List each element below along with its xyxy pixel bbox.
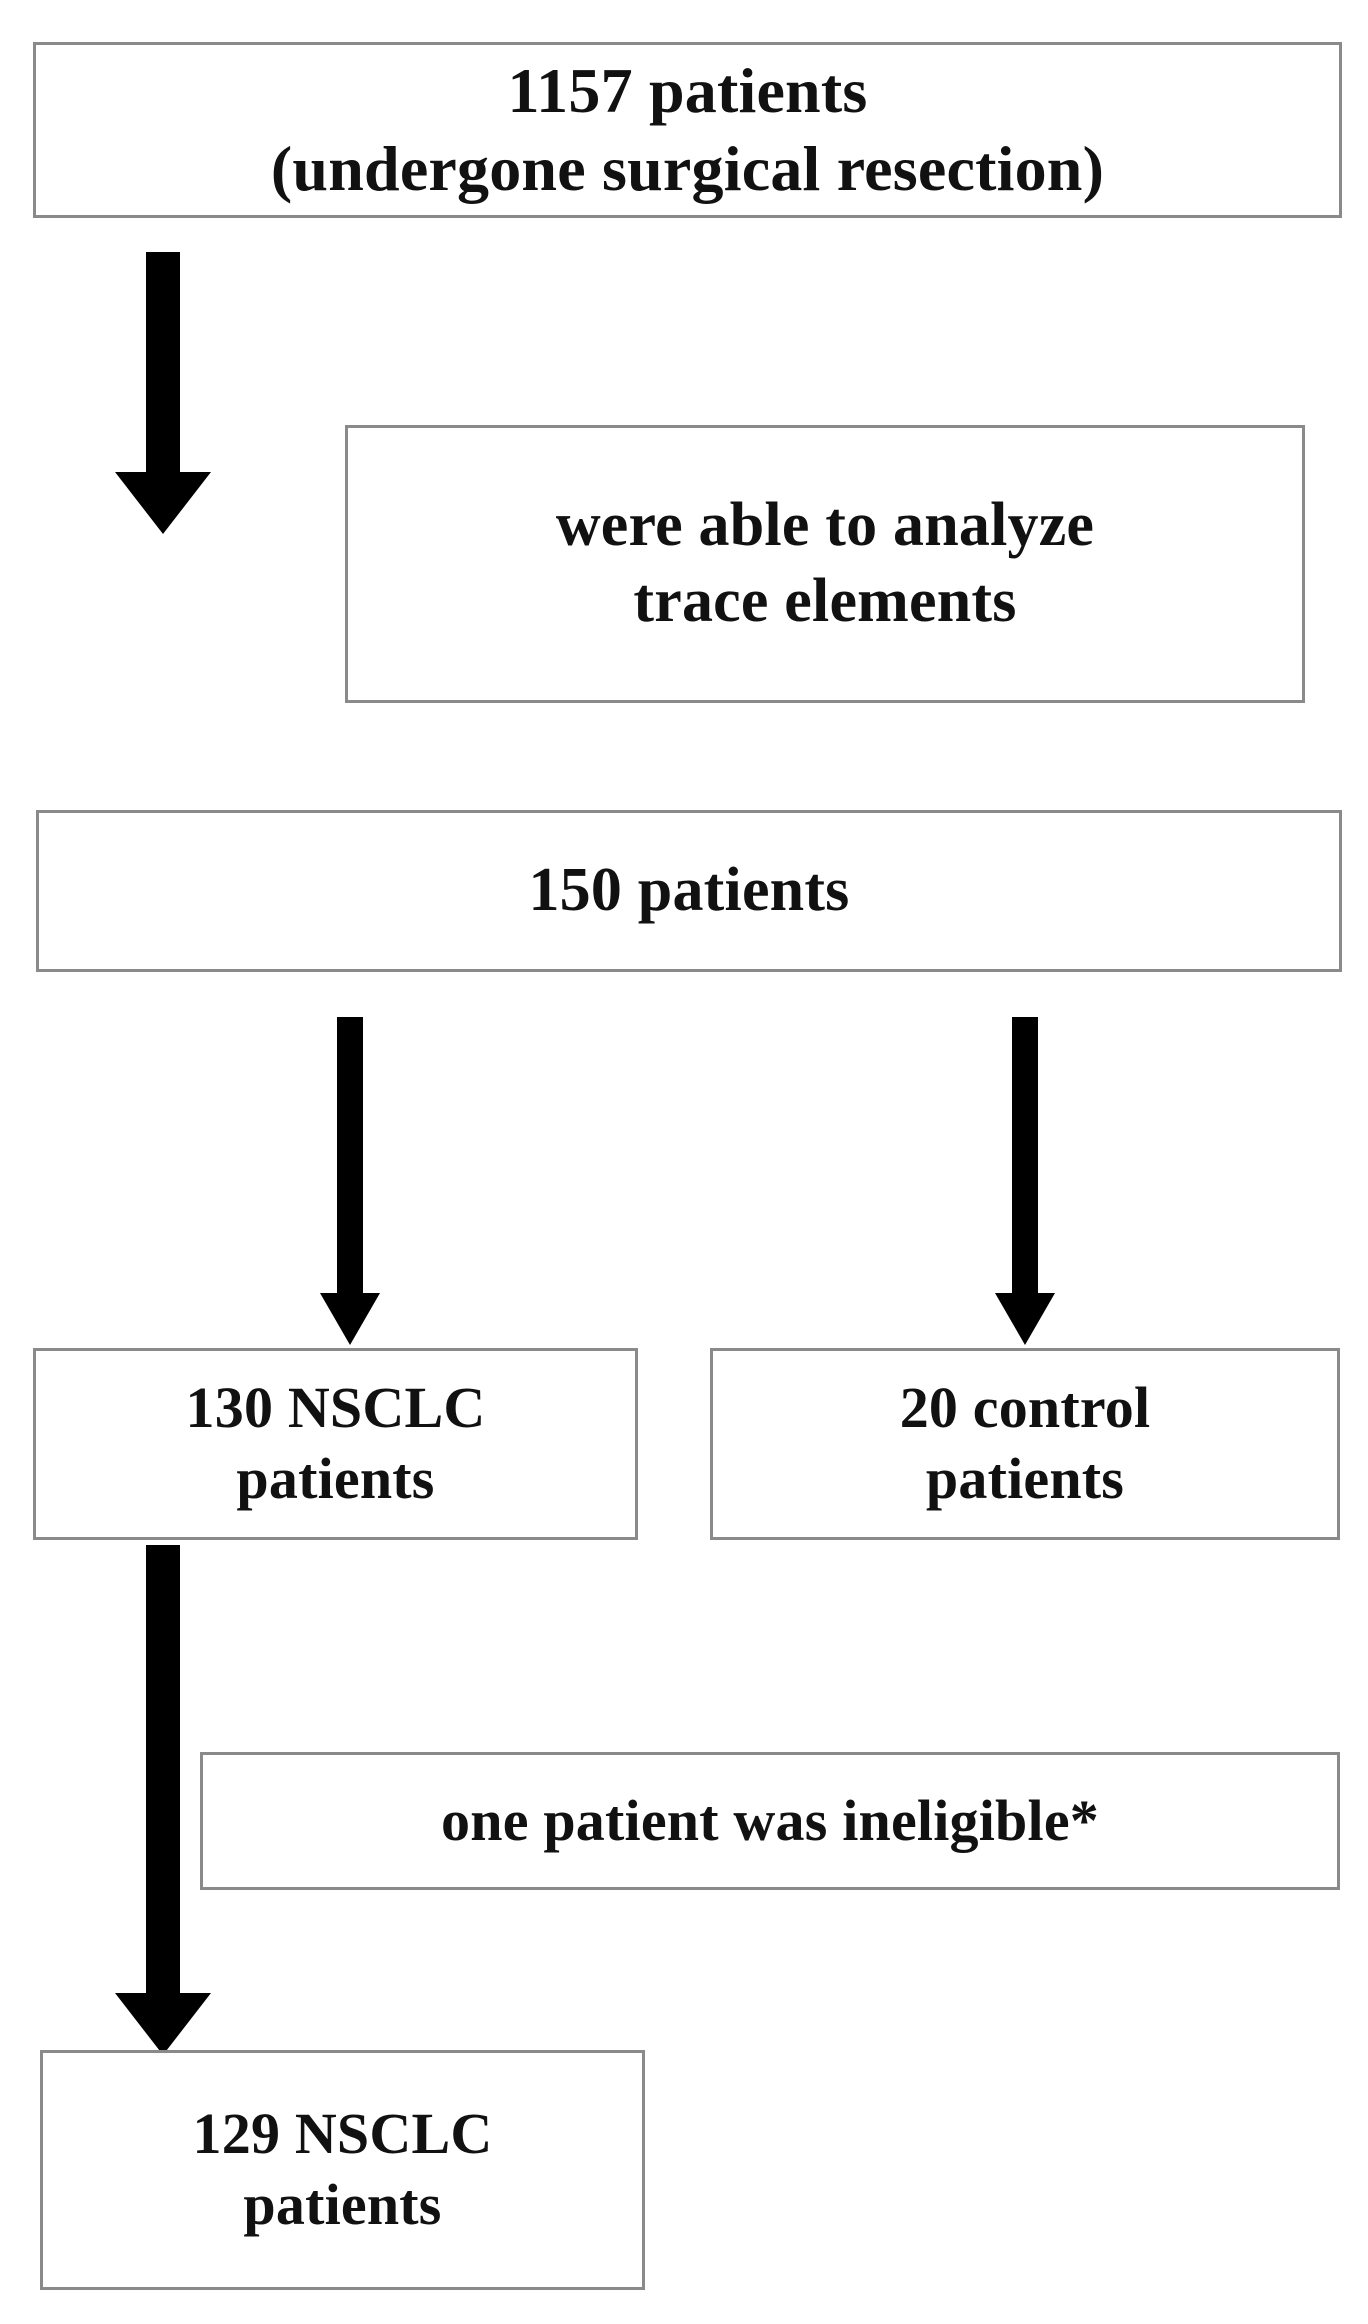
node-total-patients-label: 1157 patients (undergone surgical resect… bbox=[270, 54, 1105, 204]
node-129-nsclc-patients-label: 129 NSCLC patients bbox=[192, 2101, 493, 2237]
node-130-nsclc-patients: 130 NSCLC patients bbox=[33, 1348, 638, 1540]
node-129-nsclc-patients: 129 NSCLC patients bbox=[40, 2050, 645, 2290]
arrow-head-down-icon bbox=[115, 472, 211, 534]
node-130-nsclc-patients-label: 130 NSCLC patients bbox=[185, 1375, 486, 1511]
node-150-patients-label: 150 patients bbox=[528, 856, 850, 925]
arrow-nsclc130-to-nsclc129 bbox=[103, 1545, 223, 2055]
node-analyze-trace-elements: were able to analyze trace elements bbox=[345, 425, 1305, 703]
node-20-control-patients-label: 20 control patients bbox=[899, 1375, 1151, 1511]
arrow-150-to-nsclc130 bbox=[305, 1017, 395, 1345]
arrow-total-to-150 bbox=[103, 252, 223, 534]
arrow-head-down-icon bbox=[995, 1293, 1055, 1345]
node-20-control-patients: 20 control patients bbox=[710, 1348, 1340, 1540]
node-one-patient-ineligible: one patient was ineligible* bbox=[200, 1752, 1340, 1890]
arrow-head-down-icon bbox=[320, 1293, 380, 1345]
node-150-patients: 150 patients bbox=[36, 810, 1342, 972]
arrow-shaft bbox=[146, 1545, 180, 1995]
arrow-shaft bbox=[1012, 1017, 1038, 1295]
arrow-head-down-icon bbox=[115, 1993, 211, 2055]
node-total-patients: 1157 patients (undergone surgical resect… bbox=[33, 42, 1342, 218]
node-analyze-trace-elements-label: were able to analyze trace elements bbox=[555, 491, 1095, 635]
arrow-shaft bbox=[146, 252, 180, 474]
node-one-patient-ineligible-label: one patient was ineligible* bbox=[441, 1787, 1099, 1853]
arrow-shaft bbox=[337, 1017, 363, 1295]
arrow-150-to-control20 bbox=[980, 1017, 1070, 1345]
